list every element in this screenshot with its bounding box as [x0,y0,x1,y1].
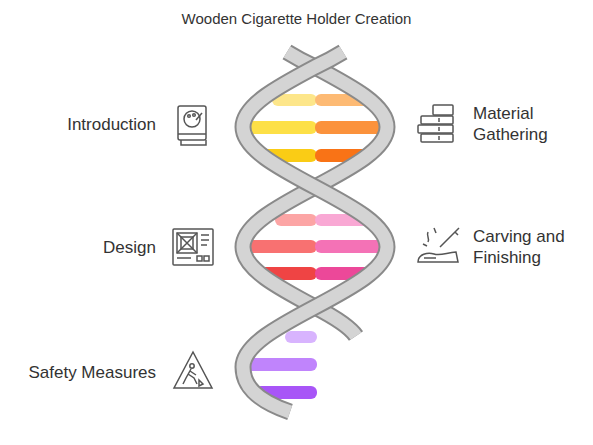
step-label: Carving and Finishing [473,226,583,268]
step-label: Introduction [0,114,156,135]
helix-strands [243,52,387,412]
step-label: Material Gathering [473,103,583,145]
helix-rungs [240,94,387,399]
diagram-title: Wooden Cigarette Holder Creation [0,9,593,29]
book-icon [178,106,206,145]
step-label: Safety Measures [0,362,156,383]
design-blueprint-icon [173,229,213,265]
safety-warning-icon [174,352,212,388]
step-label: Design [0,237,156,258]
material-stack-icon [418,105,453,142]
carving-tool-icon [418,228,459,262]
